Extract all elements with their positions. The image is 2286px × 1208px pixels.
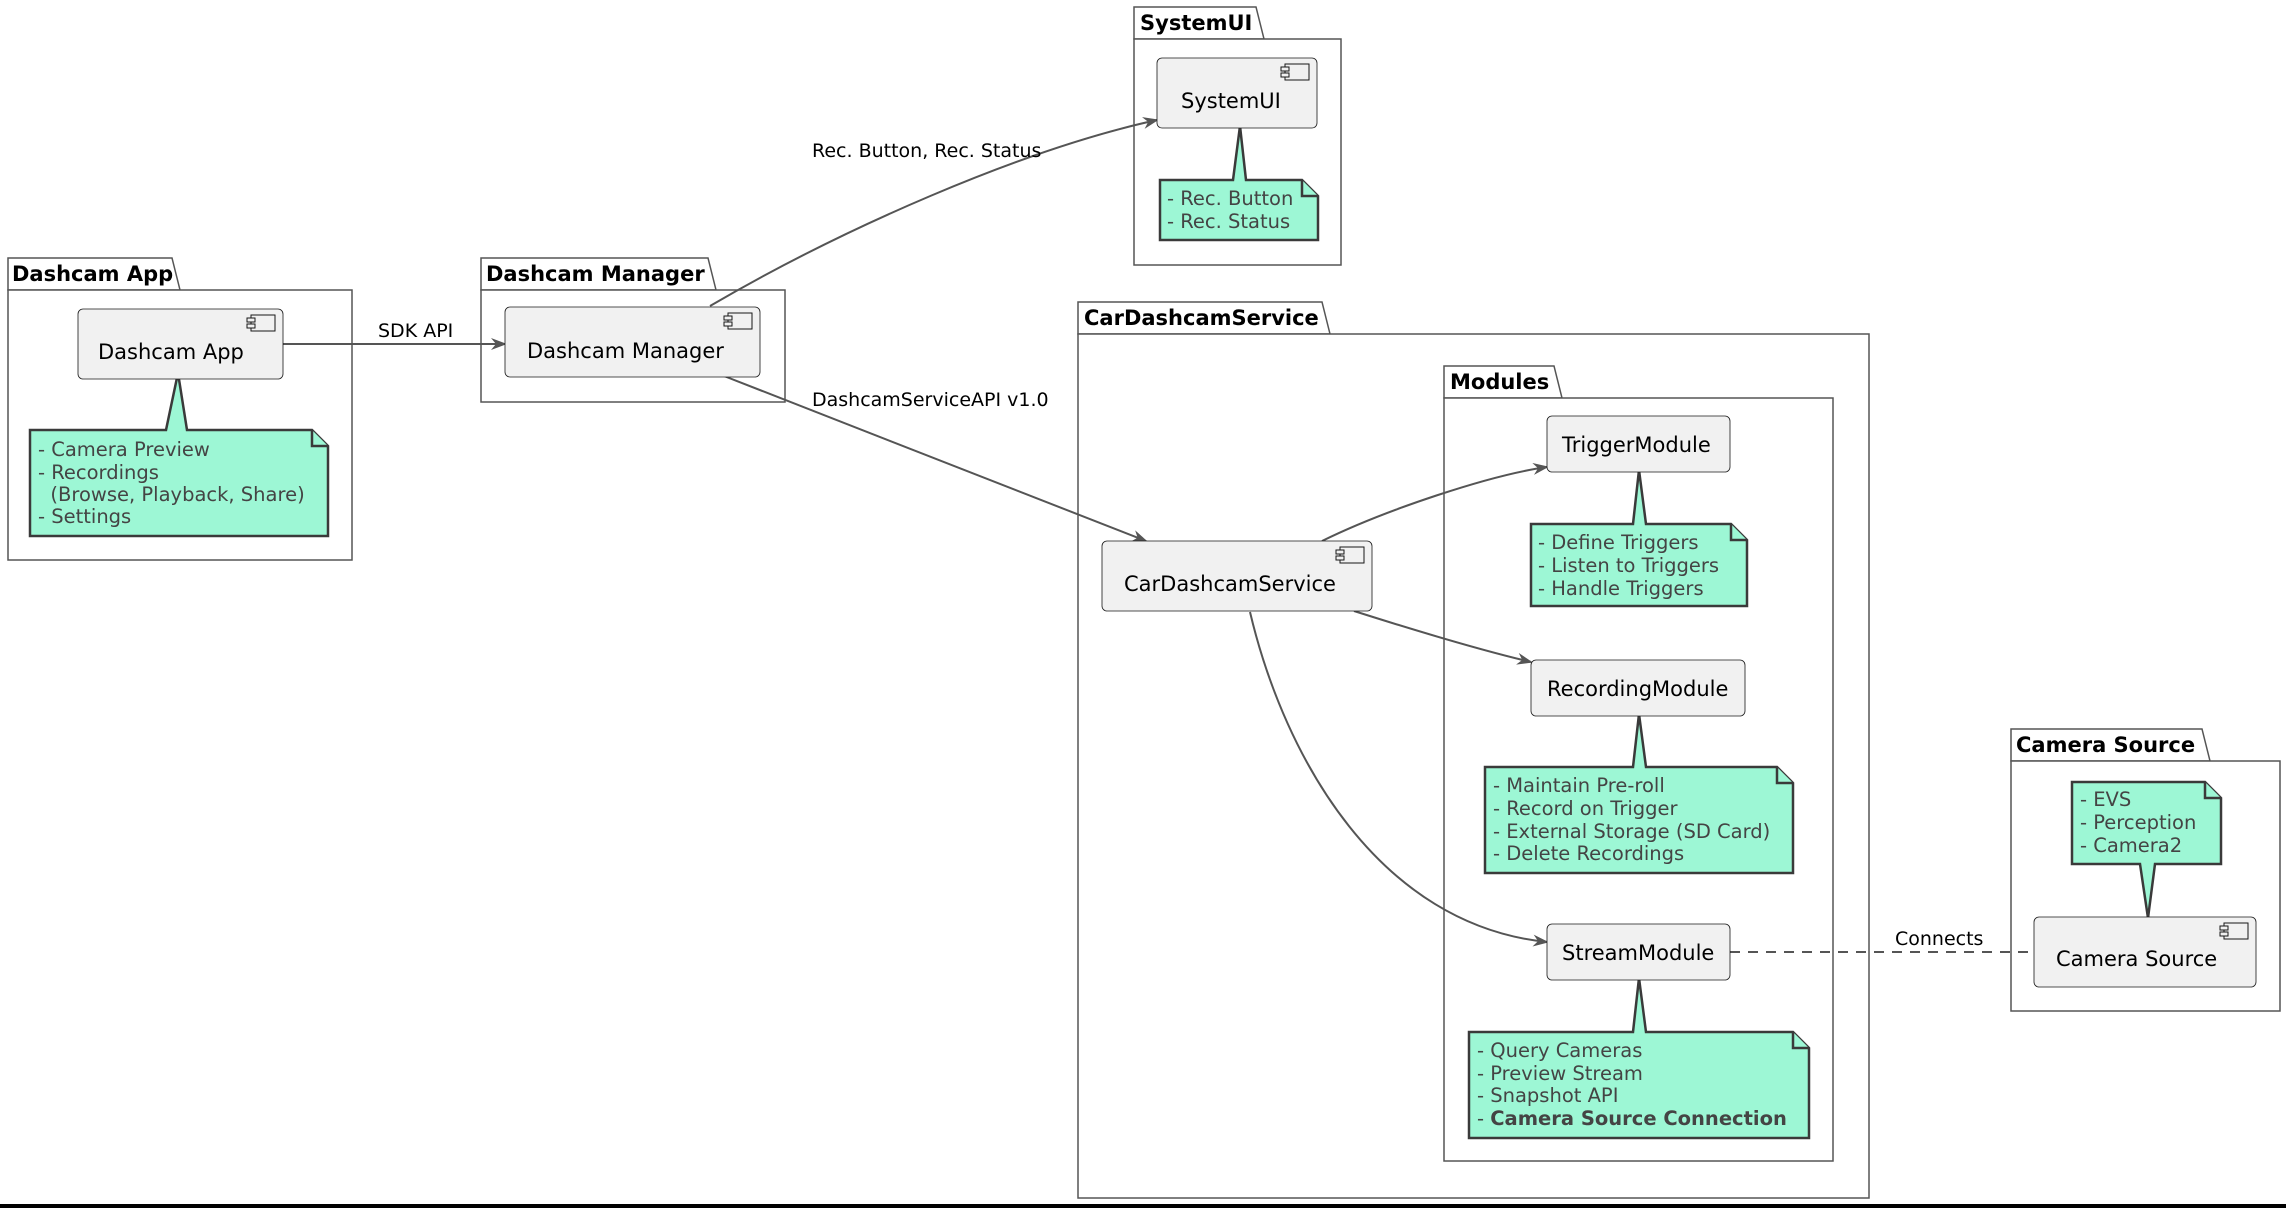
- note-dashcam-app: - Camera Preview - Recordings (Browse, P…: [28, 372, 330, 538]
- component-car-dashcam-service[interactable]: CarDashcamService: [1101, 540, 1373, 612]
- note-line: - Define Triggers: [1538, 531, 1699, 554]
- note-systemui: - Rec. Button - Rec. Status: [1158, 125, 1320, 242]
- component-label: SystemUI: [1181, 89, 1281, 113]
- note-line: - Camera Preview: [38, 438, 210, 461]
- note-line: - Record on Trigger: [1493, 797, 1679, 820]
- package-title: Dashcam Manager: [486, 262, 705, 286]
- note-text: - EVS - Perception - Camera2: [2080, 788, 2203, 857]
- edge-service-to-trigger: [1321, 463, 1549, 542]
- note-stream-module: - Query Cameras - Preview Stream - Snaps…: [1467, 977, 1811, 1140]
- edge-dashcam-service-api: DashcamServiceAPI v1.0: [723, 375, 1148, 542]
- note-line: (Browse, Playback, Share): [38, 483, 305, 506]
- package-title: Dashcam App: [12, 262, 173, 286]
- package-title: SystemUI: [1140, 11, 1252, 35]
- note-line: - Rec. Status: [1167, 210, 1290, 233]
- note-line: - Perception: [2080, 811, 2196, 834]
- edge-service-to-stream: [1249, 611, 1549, 947]
- component-camera-source[interactable]: Camera Source: [2033, 916, 2257, 988]
- edge-label: SDK API: [378, 320, 453, 342]
- edge-service-to-recording: [1353, 610, 1533, 665]
- edge-rec-button-status: Rec. Button, Rec. Status: [709, 117, 1159, 307]
- package-title: Camera Source: [2016, 733, 2195, 757]
- note-trigger-module: - Define Triggers - Listen to Triggers -…: [1529, 469, 1749, 608]
- note-line-bold: Camera Source Connection: [1490, 1107, 1787, 1130]
- note-line: - Handle Triggers: [1538, 577, 1704, 600]
- edge-label: Connects: [1895, 928, 1983, 950]
- component-stream-module[interactable]: StreamModule: [1546, 923, 1731, 981]
- note-line: -: [1477, 1107, 1490, 1130]
- note-text: - Define Triggers - Listen to Triggers -…: [1538, 531, 1725, 600]
- note-camera-source: - EVS - Perception - Camera2: [2070, 780, 2223, 919]
- note-line: - Recordings: [38, 461, 159, 484]
- note-line: - Delete Recordings: [1493, 842, 1684, 865]
- component-label: Camera Source: [2056, 947, 2217, 971]
- edge-sdk-api: SDK API: [283, 320, 507, 350]
- note-line: - Camera2: [2080, 834, 2182, 857]
- component-recording-module[interactable]: RecordingModule: [1530, 659, 1746, 717]
- bottom-border: [0, 1204, 2286, 1208]
- component-label: RecordingModule: [1547, 677, 1728, 701]
- component-icon: [2219, 922, 2249, 940]
- component-dashcam-manager[interactable]: Dashcam Manager: [504, 306, 761, 378]
- component-icon: [1335, 546, 1365, 564]
- component-systemui[interactable]: SystemUI: [1156, 57, 1318, 129]
- component-trigger-module[interactable]: TriggerModule: [1546, 415, 1731, 473]
- component-icon: [723, 312, 753, 330]
- note-line: - Rec. Button: [1167, 187, 1293, 210]
- component-icon: [246, 314, 276, 332]
- component-label: StreamModule: [1562, 941, 1714, 965]
- component-label: TriggerModule: [1561, 433, 1711, 457]
- note-line: - Settings: [38, 505, 131, 528]
- edge-connects: Connects: [1730, 928, 2034, 953]
- component-label: Dashcam Manager: [527, 339, 724, 363]
- note-line: - Preview Stream: [1477, 1062, 1643, 1085]
- note-line: - Listen to Triggers: [1538, 554, 1719, 577]
- note-text: - Query Cameras - Preview Stream - Snaps…: [1477, 1039, 1787, 1130]
- note-text: - Camera Preview - Recordings (Browse, P…: [38, 438, 311, 528]
- component-label: Dashcam App: [98, 340, 244, 364]
- note-recording-module: - Maintain Pre-roll - Record on Trigger …: [1483, 713, 1795, 875]
- component-label: CarDashcamService: [1124, 572, 1336, 596]
- note-line: - External Storage (SD Card): [1493, 820, 1770, 843]
- package-title: Modules: [1450, 370, 1549, 394]
- note-text: - Maintain Pre-roll - Record on Trigger …: [1493, 774, 1776, 865]
- note-line: - Maintain Pre-roll: [1493, 774, 1665, 797]
- edge-label: Rec. Button, Rec. Status: [812, 140, 1041, 162]
- component-icon: [1280, 63, 1310, 81]
- edge-label: DashcamServiceAPI v1.0: [812, 389, 1049, 411]
- note-line: - Query Cameras: [1477, 1039, 1642, 1062]
- note-line: - EVS: [2080, 788, 2131, 811]
- package-title: CarDashcamService: [1084, 306, 1319, 330]
- component-dashcam-app[interactable]: Dashcam App: [77, 308, 284, 380]
- note-line: - Snapshot API: [1477, 1084, 1618, 1107]
- note-text: - Rec. Button - Rec. Status: [1167, 187, 1300, 233]
